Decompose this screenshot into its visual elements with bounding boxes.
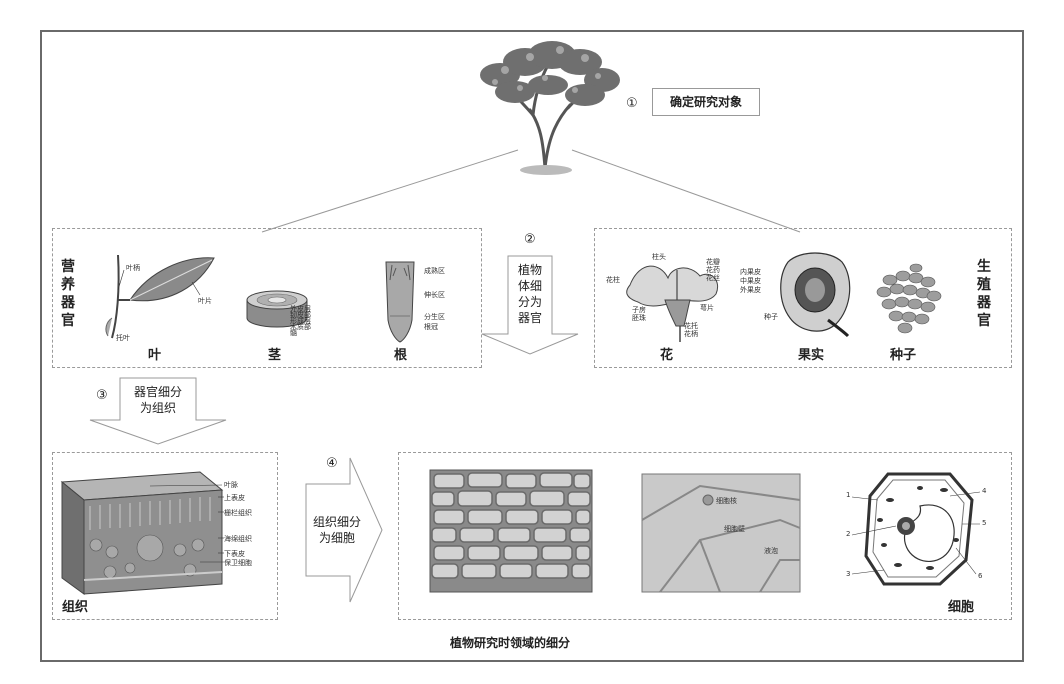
organ-root-label: 根 bbox=[394, 348, 408, 363]
step4-label: 组织细分为细胞 bbox=[312, 515, 361, 545]
flower-labels-bottom: 花托花柄 bbox=[684, 322, 698, 338]
tissue-label-vein: 叶脉 bbox=[224, 481, 238, 489]
step2-label: 植物体细分为器官 bbox=[517, 263, 542, 325]
organ-fruit-label: 果实 bbox=[798, 348, 825, 363]
step1-number: ① bbox=[626, 96, 638, 111]
organ-stem-label: 茎 bbox=[268, 348, 282, 363]
cells-caption: 细胞 bbox=[948, 600, 975, 615]
cell-num-4: 4 bbox=[982, 487, 987, 495]
cell-num-1: 1 bbox=[846, 491, 851, 499]
tissue-caption: 组织 bbox=[62, 600, 89, 615]
tissue-label-palisade: 栅栏组织 bbox=[224, 509, 252, 517]
flower-label-style: 花柱 bbox=[606, 276, 620, 284]
root-label-meristem: 分生区 bbox=[424, 313, 445, 321]
cells-box bbox=[398, 452, 1012, 620]
cell-num-2: 2 bbox=[846, 530, 851, 538]
fruit-label-seed: 种子 bbox=[764, 313, 778, 321]
stem-labels: 外皮层韧皮部形成层木质部髓 bbox=[290, 305, 311, 337]
micrograph-label-vacuole: 液泡 bbox=[764, 547, 778, 555]
flower-labels-left: 子房胚珠 bbox=[632, 306, 646, 322]
root-label-mature: 成熟区 bbox=[424, 267, 445, 275]
tissue-label-lower-epidermis: 下表皮 bbox=[224, 550, 245, 558]
reproductive-title: 生殖器官 bbox=[977, 259, 991, 329]
flower-label-sepal: 萼片 bbox=[700, 304, 714, 312]
tissue-box bbox=[52, 452, 278, 620]
step1-label: 确定研究对象 bbox=[652, 88, 760, 116]
micrograph-label-wall: 细胞壁 bbox=[724, 525, 745, 533]
flower-label-stigma: 柱头 bbox=[652, 253, 666, 261]
organ-leaf-label: 叶 bbox=[148, 348, 162, 363]
cell-num-6: 6 bbox=[978, 572, 983, 580]
flower-labels-right: 花瓣花药花丝 bbox=[706, 258, 720, 282]
vegetative-title: 营养器官 bbox=[61, 259, 75, 329]
step3-label: 器官细分为组织 bbox=[133, 385, 182, 415]
step4-number: ④ bbox=[326, 456, 338, 471]
step2-number: ② bbox=[524, 232, 536, 247]
leaf-label-petiole: 叶柄 bbox=[126, 264, 140, 272]
outer-frame bbox=[40, 30, 1024, 662]
figure-caption: 植物研究时领域的细分 bbox=[450, 636, 571, 650]
tissue-label-upper-epidermis: 上表皮 bbox=[224, 494, 245, 502]
tissue-label-guard-cell: 保卫细胞 bbox=[224, 559, 252, 567]
cell-num-5: 5 bbox=[982, 519, 987, 527]
root-label-elongation: 伸长区 bbox=[424, 291, 445, 299]
step3-number: ③ bbox=[96, 388, 108, 403]
fruit-labels: 内果皮中果皮外果皮 bbox=[740, 268, 761, 294]
organ-seed-label: 种子 bbox=[890, 348, 917, 363]
organ-flower-label: 花 bbox=[660, 348, 674, 363]
tissue-label-spongy: 海绵组织 bbox=[224, 535, 252, 543]
reproductive-organs-box bbox=[594, 228, 1012, 368]
leaf-label-stipule: 托叶 bbox=[116, 334, 130, 342]
root-label-cap: 根冠 bbox=[424, 323, 438, 331]
vegetative-organs-box bbox=[52, 228, 482, 368]
cell-num-3: 3 bbox=[846, 570, 851, 578]
leaf-label-blade: 叶片 bbox=[198, 297, 212, 305]
micrograph-label-nucleus: 细胞核 bbox=[716, 497, 737, 505]
